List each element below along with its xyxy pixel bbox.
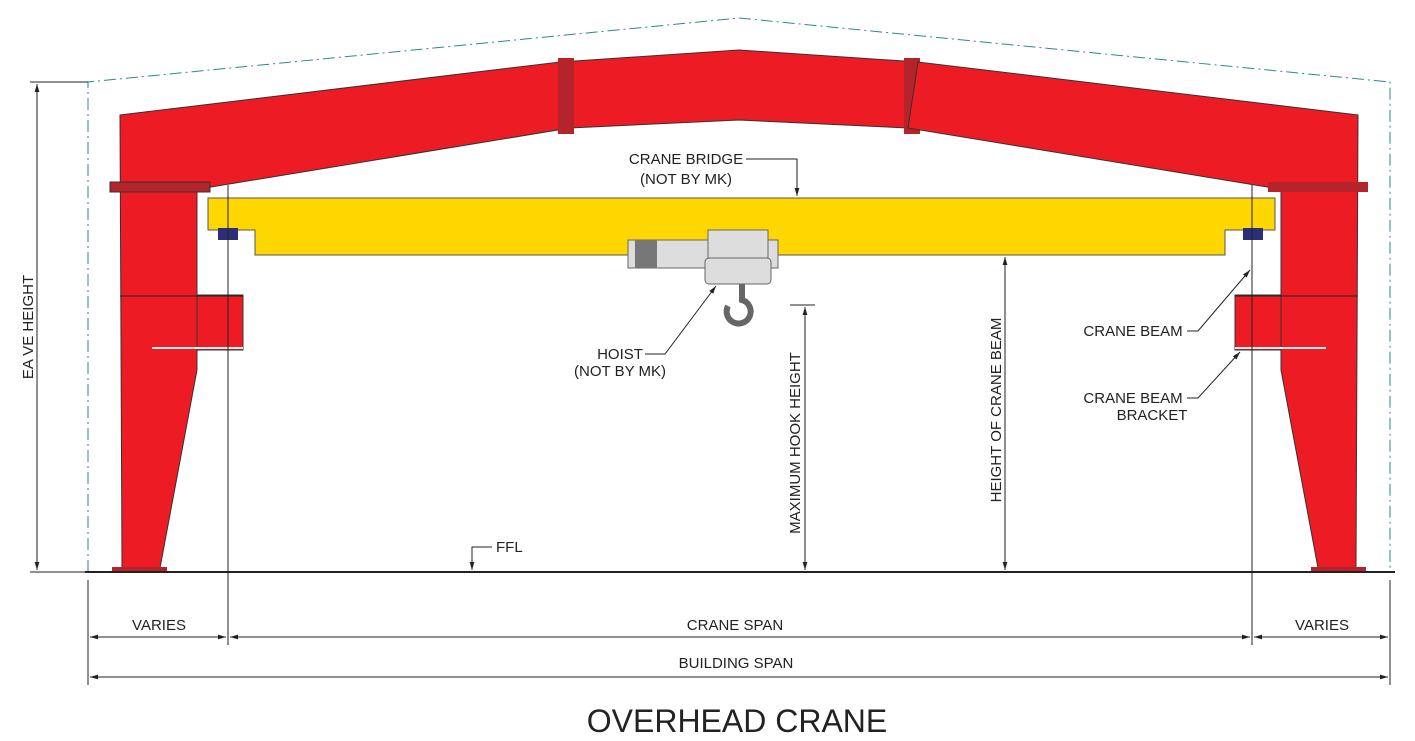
left-column-rafter	[119, 61, 571, 569]
crane-span-label: CRANE SPAN	[687, 617, 783, 634]
center-rafter	[559, 49, 919, 129]
diagram-title: OVERHEAD CRANE	[587, 703, 888, 739]
crane-beam-label: CRANE BEAM	[1083, 323, 1182, 340]
varies-right-label: VARIES	[1295, 617, 1349, 634]
left-frame	[109, 61, 571, 572]
crane-bridge-label: CRANE BRIDGE	[629, 151, 743, 168]
building-span-label: BUILDING SPAN	[679, 655, 794, 672]
eave-height-label: EA VE HEIGHT	[20, 275, 37, 379]
building-envelope-outline	[87, 17, 1391, 572]
right-rail-icon	[1243, 228, 1263, 240]
ffl-label: FFL	[496, 539, 523, 556]
left-crane-beam-bracket	[196, 294, 244, 351]
height-crane-beam-label: HEIGHT OF CRANE BEAM	[988, 318, 1005, 503]
hoist	[627, 229, 779, 327]
right-frame	[907, 61, 1368, 572]
crane-beam-bracket-label-2: BRACKET	[1117, 407, 1188, 424]
left-splice-plate	[558, 58, 574, 134]
max-hook-height-label: MAXIMUM HOOK HEIGHT	[787, 352, 804, 534]
hoist-label: HOIST	[597, 346, 643, 363]
varies-left-label: VARIES	[132, 617, 186, 634]
crane-bridge-note: (NOT BY MK)	[640, 171, 732, 188]
hoist-note: (NOT BY MK)	[574, 363, 666, 380]
crane-beam-bracket-label-1: CRANE BEAM	[1083, 390, 1182, 407]
